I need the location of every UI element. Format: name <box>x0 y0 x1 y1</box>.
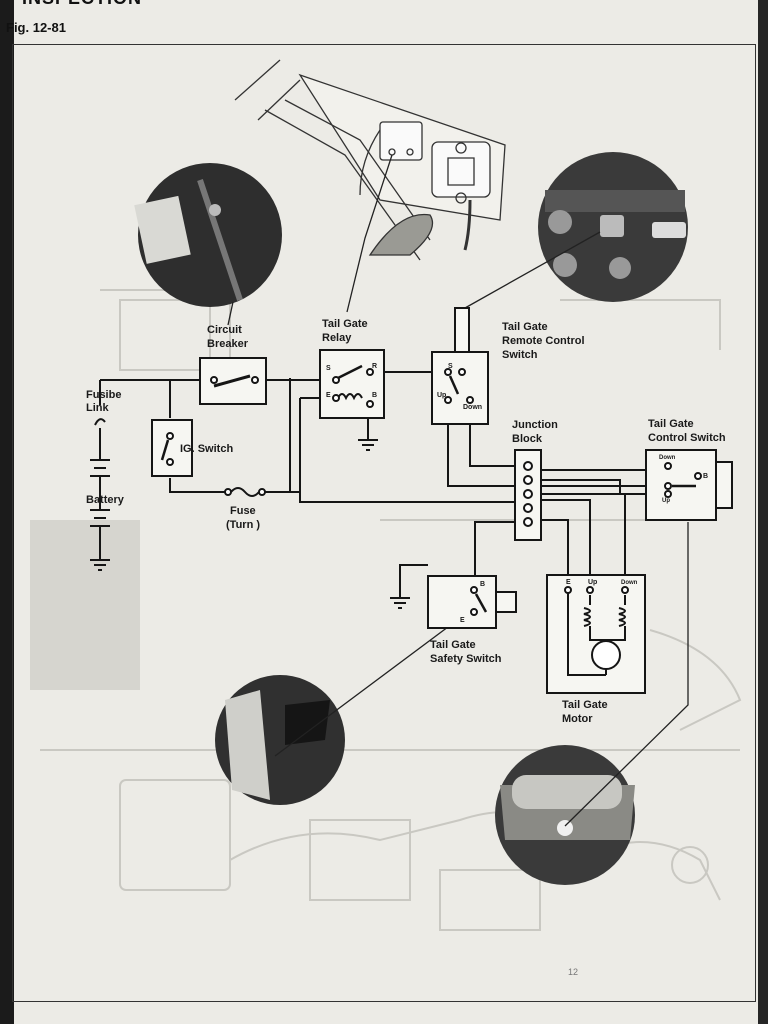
photo-circuit-breaker <box>134 163 282 307</box>
relay-terminal-s: S <box>326 365 331 372</box>
figure-frame <box>12 44 756 1002</box>
photo-safety-switch <box>215 675 345 805</box>
safety-switch-symbol <box>427 575 517 629</box>
remote-terminal-s: S <box>448 363 453 370</box>
remote-terminal-down: Down <box>463 404 482 411</box>
motor-terminal-down: Down <box>621 580 638 586</box>
relay-label-1: Tail Gate <box>322 318 368 330</box>
safety-terminal-b: B <box>480 581 485 588</box>
relay-terminal-r: R <box>372 363 377 370</box>
photo-edge-left <box>0 0 14 1024</box>
remote-switch-label-3: Switch <box>502 349 538 361</box>
battery-symbol <box>90 459 110 571</box>
junction-block-label-2: Block <box>512 433 543 445</box>
motor-symbol <box>546 574 646 694</box>
relay-terminal-b: B <box>372 392 377 399</box>
control-terminal-up: Up <box>662 498 670 504</box>
section-header: INSPECTION <box>22 0 142 9</box>
remote-switch-symbol <box>431 307 489 425</box>
photo-edge-right <box>758 0 768 1024</box>
fuse-label-1: Fuse <box>230 505 256 517</box>
ig-switch-label: IG. Switch <box>180 443 233 455</box>
junction-block-symbol <box>514 449 542 541</box>
leader-lines <box>227 154 689 827</box>
terminal-labels: S R E B S Up Down Down B Up B E E Up Dow… <box>326 363 708 624</box>
control-switch-symbol <box>645 449 733 521</box>
photo-tail-gate-handle <box>495 745 635 885</box>
motor-label-1: Tail Gate <box>562 699 608 711</box>
circuit-breaker-symbol <box>199 357 267 405</box>
figure-number: Fig. 12-81 <box>6 20 66 35</box>
wires <box>94 371 718 598</box>
junction-block-label-1: Junction <box>512 419 558 431</box>
safety-switch-ground <box>390 597 410 609</box>
motor-terminal-e: E <box>566 579 571 586</box>
circuit-breaker-label-1: Circuit <box>207 324 242 336</box>
battery-label: Battery <box>86 494 125 506</box>
control-switch-label-2: Control Switch <box>648 432 726 444</box>
relay-symbol <box>319 349 385 419</box>
remote-switch-label-1: Tail Gate <box>502 321 548 333</box>
diagram-labels: Fusibe Link Battery Circuit Breaker IG. … <box>86 318 726 725</box>
fusible-link-label-1: Fusibe <box>86 389 121 401</box>
motor-label-2: Motor <box>562 713 593 725</box>
relay-terminal-e: E <box>326 392 331 399</box>
page-watermark: 12 <box>568 967 578 977</box>
control-switch-label-1: Tail Gate <box>648 418 694 430</box>
fuse-symbol <box>224 487 266 497</box>
relay-label-2: Relay <box>322 332 352 344</box>
remote-switch-label-2: Remote Control <box>502 335 585 347</box>
relay-ground <box>358 439 378 451</box>
circuit-breaker-label-2: Breaker <box>207 338 249 350</box>
control-terminal-down: Down <box>659 455 676 461</box>
safety-terminal-e: E <box>460 617 465 624</box>
photo-remote-switch <box>538 152 688 302</box>
ig-switch-symbol <box>151 419 193 477</box>
remote-terminal-up: Up <box>437 392 446 399</box>
fusible-link-label-2: Link <box>86 402 109 414</box>
motor-terminal-up: Up <box>588 579 597 586</box>
fuse-label-2: (Turn ) <box>226 519 260 531</box>
safety-switch-label-2: Safety Switch <box>430 653 502 665</box>
relay-mount-illustration <box>234 59 506 261</box>
safety-switch-label-1: Tail Gate <box>430 639 476 651</box>
control-terminal-b: B <box>703 473 708 480</box>
